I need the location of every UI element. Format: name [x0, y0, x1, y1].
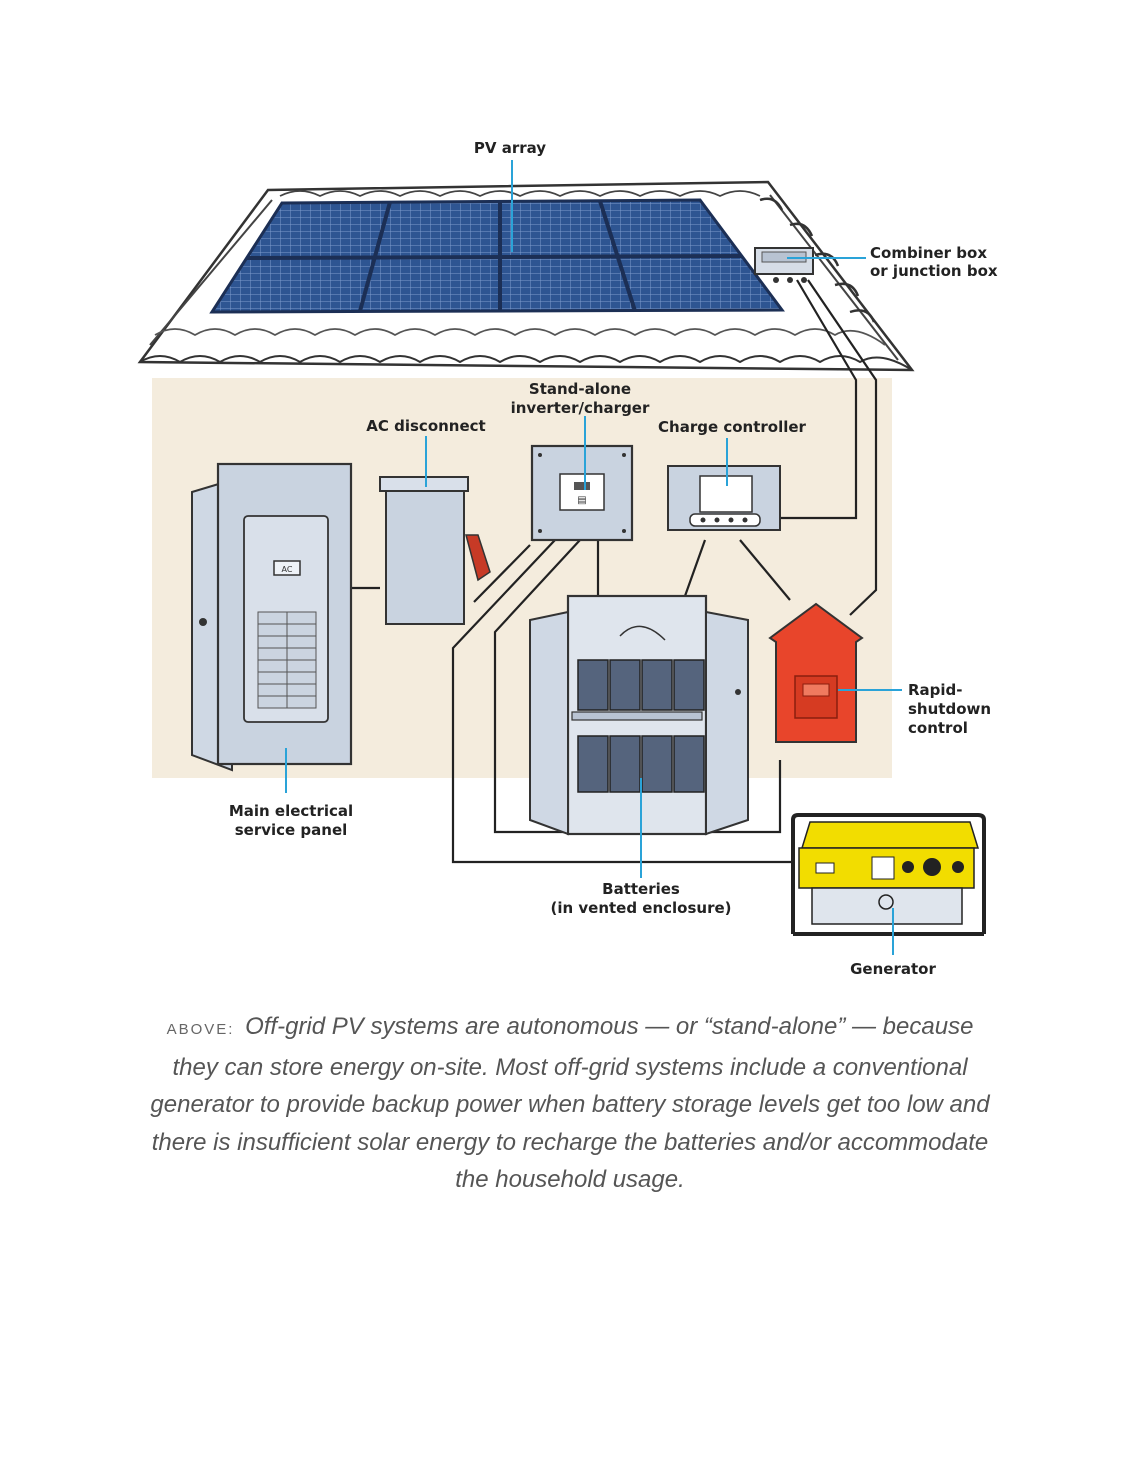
label-main-panel-2: service panel: [235, 821, 348, 839]
label-generator: Generator: [850, 960, 936, 978]
label-charge-controller: Charge controller: [658, 418, 807, 436]
pv-system-diagram: PV array Combiner box or junction box St…: [137, 139, 998, 978]
label-rapid-shutdown-1: Rapid-: [908, 681, 963, 699]
callout-lines: [285, 160, 902, 955]
inverter-charger: [530, 444, 634, 542]
battery-cells: [577, 659, 705, 793]
label-rapid-shutdown-3: control: [908, 719, 968, 737]
label-inverter-1: Stand-alone: [529, 380, 631, 398]
caption-lead: ABOVE:: [166, 1021, 235, 1038]
main-service-panel: [191, 462, 353, 772]
inverter-display-glyph: ▤: [577, 495, 586, 506]
pv-array: [209, 198, 785, 314]
label-combiner-box-2: or junction box: [870, 262, 998, 280]
rapid-shutdown-control: [768, 602, 864, 743]
charge-controller: [667, 465, 781, 531]
ac-disconnect: [379, 476, 491, 625]
ac-box-text: AC: [282, 565, 293, 574]
label-inverter-2: inverter/charger: [511, 399, 650, 417]
label-pv-array: PV array: [474, 139, 546, 157]
label-ac-disconnect: AC disconnect: [366, 417, 485, 435]
caption-text: Off-grid PV systems are autonomous — or …: [150, 1013, 990, 1193]
combiner-box: [754, 247, 814, 283]
battery-enclosure: [529, 594, 749, 836]
label-batteries-1: Batteries: [602, 880, 680, 898]
label-batteries-2: (in vented enclosure): [550, 899, 731, 917]
generator: [791, 813, 986, 936]
label-rapid-shutdown-2: shutdown: [908, 700, 991, 718]
label-main-panel-1: Main electrical: [229, 802, 353, 820]
label-combiner-box-1: Combiner box: [870, 244, 987, 262]
wiring: [352, 279, 878, 864]
figure-caption: ABOVE: Off-grid PV systems are autonomou…: [150, 1008, 990, 1199]
breaker-grid: [257, 611, 317, 709]
